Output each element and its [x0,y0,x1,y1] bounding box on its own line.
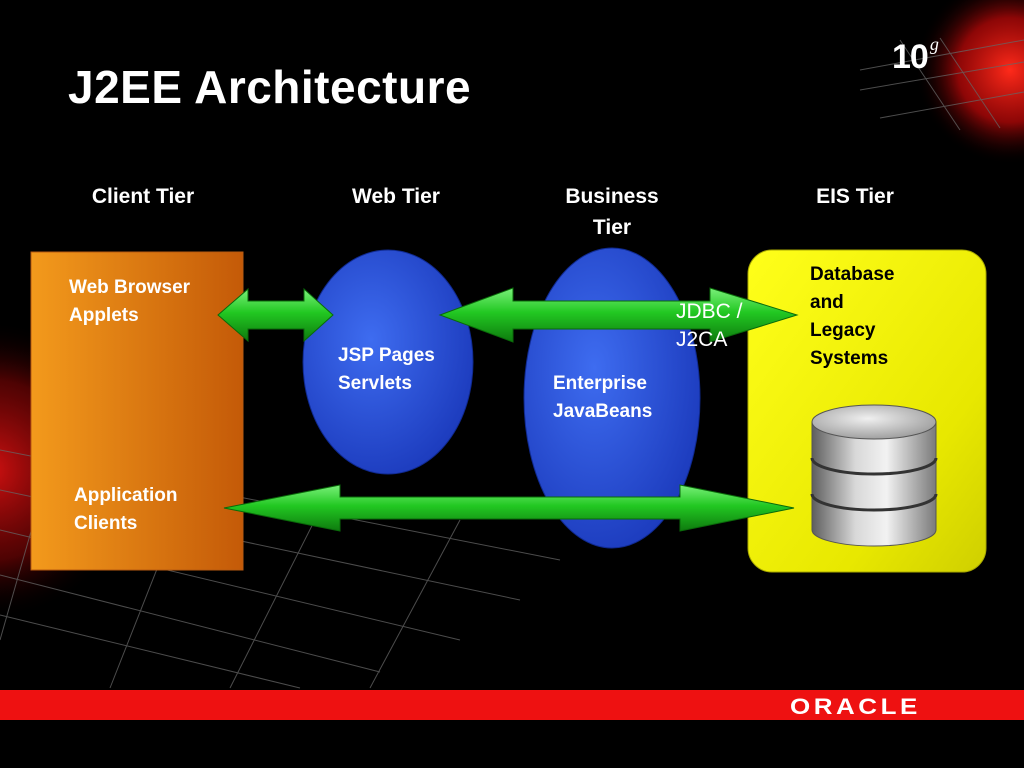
eis-tier-label: Database and Legacy Systems [810,264,895,369]
web-tier-ellipse [302,249,474,475]
business-tier-header: Business Tier [565,185,659,239]
logo-superscript: g [929,33,939,54]
client-web-browser-label: Web Browser Applets [69,277,191,326]
web-tier-label: JSP Pages Servlets [338,345,435,394]
slide-title: J2EE Architecture [68,61,472,113]
web-tier-header: Web Tier [352,185,440,208]
logo-text: 10 [892,38,929,76]
arrow-client-web [217,287,334,343]
client-tier-box [30,251,244,571]
arrow-web-eis [438,287,799,343]
client-tier-header: Client Tier [91,185,195,208]
footer-bar [0,690,1024,720]
oracle-logo: ORACLE [790,694,921,719]
eis-tier-header: EIS Tier [816,185,894,208]
jdbc-connector-label: JDBC / J2CA [676,300,743,351]
client-application-label: Application Clients [74,485,178,534]
arrow-client-eis [223,484,795,532]
business-tier-label: Enterprise JavaBeans [553,373,653,422]
database-icon [810,404,938,547]
